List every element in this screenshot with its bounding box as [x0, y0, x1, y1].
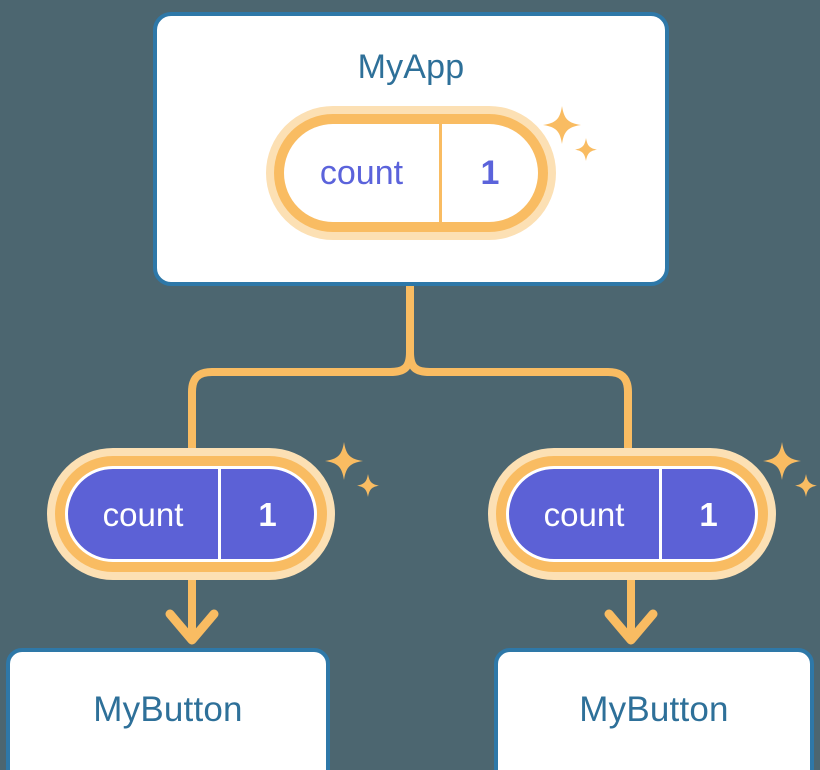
- state-pill-key: count: [102, 495, 184, 533]
- state-pill-left[interactable]: count 1: [47, 448, 335, 580]
- arrowhead-left-icon: [165, 609, 219, 645]
- state-pill-value: 1: [659, 469, 755, 559]
- state-pill-value: 1: [218, 469, 314, 559]
- state-pill-myapp[interactable]: count 1: [266, 106, 556, 240]
- state-pill-body: count 1: [284, 124, 538, 222]
- card-title-myapp: MyApp: [357, 48, 465, 86]
- card-title-mybutton-left: MyButton: [93, 690, 243, 729]
- state-pill-key: count: [319, 154, 404, 192]
- sparkle-small-icon: [357, 474, 379, 497]
- sparkle-small-icon: [795, 474, 817, 497]
- state-pill-body: count 1: [65, 466, 317, 562]
- arrowhead-right-icon: [604, 609, 658, 645]
- state-pill-value: 1: [438, 124, 538, 222]
- state-pill-body: count 1: [506, 466, 758, 562]
- card-title-mybutton-right: MyButton: [579, 690, 729, 729]
- state-pill-key: count: [543, 495, 625, 533]
- component-card-mybutton-left[interactable]: MyButton: [6, 648, 330, 770]
- component-card-mybutton-right[interactable]: MyButton: [494, 648, 814, 770]
- state-pill-right[interactable]: count 1: [488, 448, 776, 580]
